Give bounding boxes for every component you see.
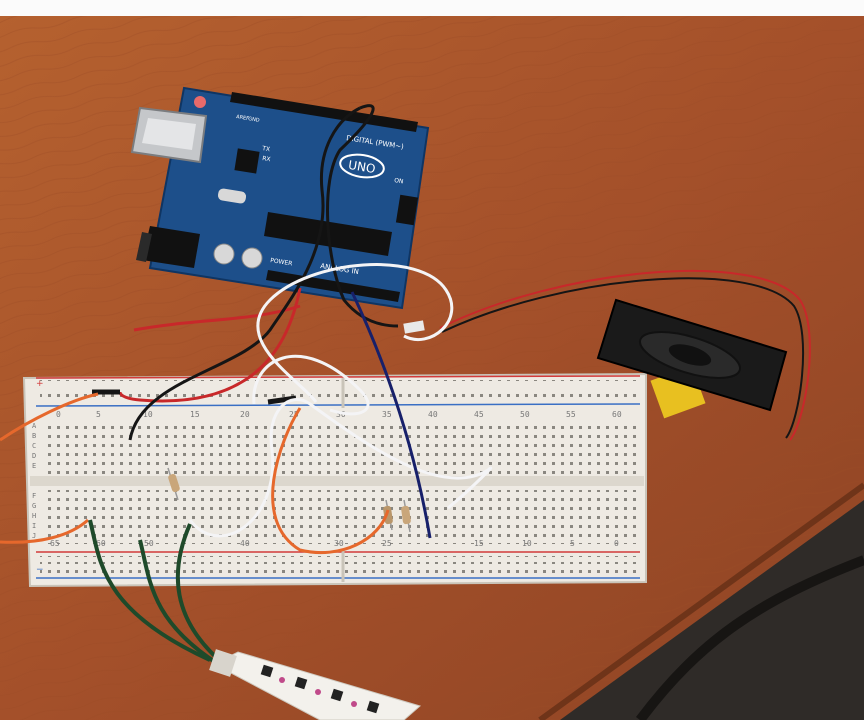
rail-blue-line [35, 403, 641, 407]
strip-connector [209, 649, 237, 677]
led-strip-icon [209, 649, 422, 720]
row-letter: G [32, 502, 36, 510]
floor-carpet [560, 500, 864, 720]
col-number: 30 [334, 539, 344, 548]
row-letter: D [32, 452, 36, 460]
top-edge-band [0, 0, 864, 16]
usb-chip [234, 148, 260, 174]
led-chip [260, 664, 274, 678]
bottom-terminal-holes [46, 490, 640, 544]
col-number: 65 [50, 539, 60, 548]
wire-orange [0, 518, 89, 544]
speaker-wire-black [441, 277, 805, 439]
resistor [167, 467, 180, 501]
col-number: 25 [382, 539, 392, 548]
wire-white [188, 398, 493, 538]
strip-pad [279, 677, 285, 683]
power-label: POWER [270, 257, 293, 267]
wire-orange [0, 392, 99, 442]
col-number: 25 [289, 410, 299, 419]
row-letter: A [32, 422, 37, 430]
col-number: 55 [566, 410, 576, 419]
wire-black [267, 395, 297, 405]
wire-white [256, 263, 454, 403]
usb-port-icon [130, 106, 208, 164]
crystal [217, 188, 247, 204]
col-number: 10 [522, 539, 532, 548]
led-chip [366, 700, 380, 714]
uno-logo: UNO [339, 153, 385, 179]
wire-orange [271, 407, 390, 555]
top-rail-holes [40, 380, 640, 386]
led-chip [330, 688, 344, 702]
col-number: 60 [96, 539, 106, 548]
col-number: 50 [520, 410, 530, 419]
wire-green [138, 539, 220, 666]
breadboard: + − 0 5 10 15 20 25 30 35 40 45 50 55 60… [22, 372, 647, 588]
wire-green [88, 519, 211, 662]
led-chip [294, 676, 308, 690]
wire-green [175, 523, 228, 668]
capacitor [241, 247, 263, 269]
resistor [401, 499, 411, 533]
center-channel [30, 476, 644, 486]
wire-white [252, 354, 370, 416]
speaker-wire-red [439, 269, 811, 441]
capacitor [213, 243, 235, 265]
col-number: 5 [570, 539, 575, 548]
analog-header [266, 270, 400, 302]
wire-black [128, 106, 361, 441]
row-letter: H [32, 512, 36, 520]
on-label: ON [394, 177, 404, 185]
col-number: 20 [240, 410, 250, 419]
col-number: 60 [612, 410, 622, 419]
wire-red [118, 287, 302, 403]
col-number: 0 [614, 539, 619, 548]
row-letter: F [32, 492, 36, 500]
col-number: 50 [144, 539, 154, 548]
col-number: 35 [382, 410, 392, 419]
col-number: 40 [240, 539, 250, 548]
wire-navy [350, 291, 432, 539]
col-number: 15 [190, 410, 200, 419]
row-letter: C [32, 442, 36, 450]
top-rail-holes-2 [40, 390, 640, 398]
col-number: 15 [474, 539, 484, 548]
table-edge [538, 482, 864, 720]
chair-leg [636, 555, 864, 720]
tx-label: TX [261, 145, 271, 153]
rail-minus-label: − [36, 565, 44, 575]
rx-label: RX [262, 155, 271, 163]
rail-red-line [35, 375, 641, 379]
row-letter: I [32, 522, 36, 530]
rail-plus-label: + [36, 379, 44, 389]
col-number: 45 [474, 410, 484, 419]
col-number: 40 [428, 410, 438, 419]
icsp-header [395, 194, 419, 226]
speaker-icon [596, 298, 788, 419]
wire-connector [403, 320, 425, 334]
row-letter: E [32, 462, 36, 470]
gnd-label: GND [248, 116, 260, 124]
bottom-rail-holes [40, 556, 640, 564]
col-number: 0 [56, 410, 61, 419]
col-number: 10 [143, 410, 153, 419]
power-jack-icon [136, 226, 200, 268]
col-number: 5 [96, 410, 101, 419]
uno-label: UNO [347, 158, 376, 176]
strip-pad [315, 689, 321, 695]
reset-button [194, 96, 206, 108]
row-letter: J [32, 532, 36, 540]
strip-pad [351, 701, 357, 707]
digital-header [230, 92, 418, 132]
aref-label: AREF [236, 114, 250, 122]
bottom-rail-holes-2 [40, 566, 640, 574]
row-letter: B [32, 432, 36, 440]
